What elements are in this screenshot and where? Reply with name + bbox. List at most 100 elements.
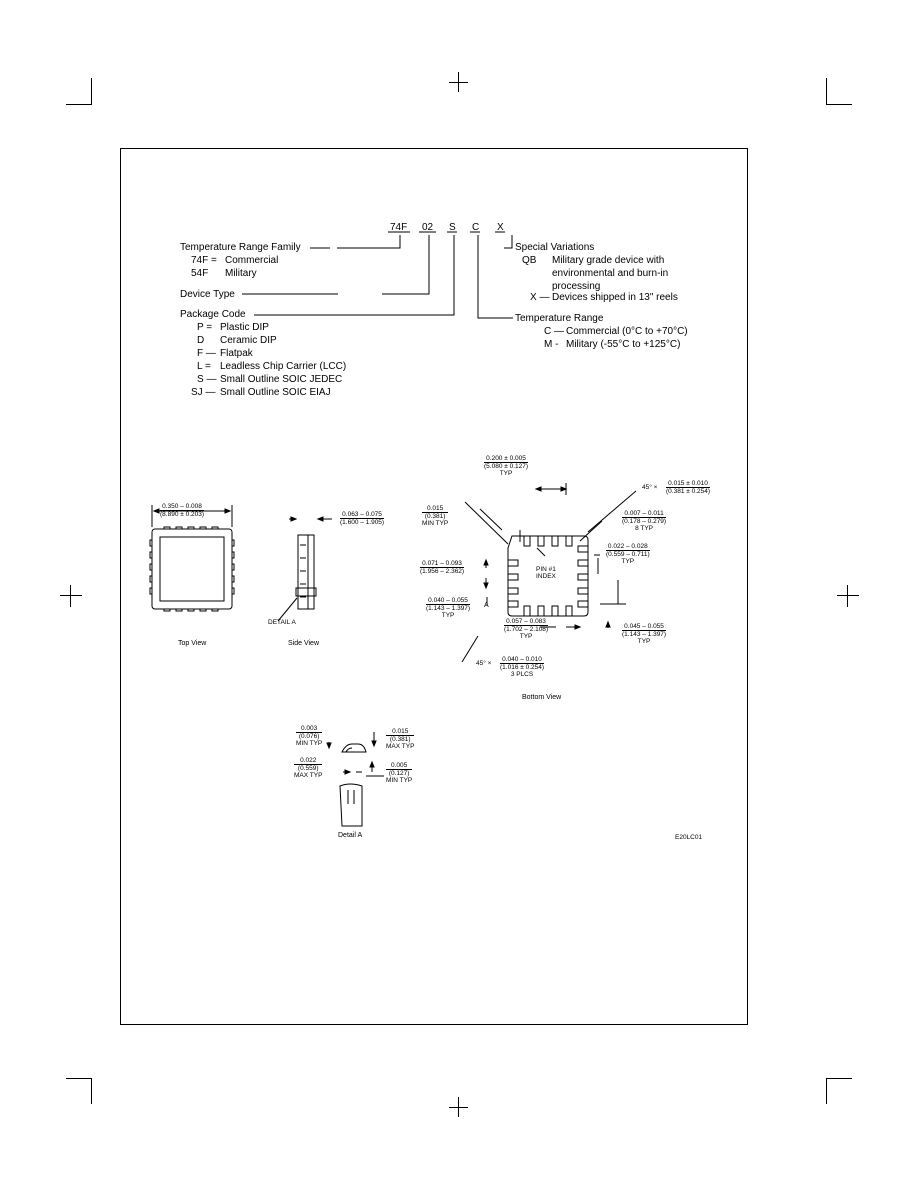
bottom-view-caption: Bottom View xyxy=(522,694,562,701)
crop-mark xyxy=(826,78,827,104)
dim-pad-width: 0.007 – 0.011 (0.178 – 0.279) 8 TYP xyxy=(622,510,667,532)
dim-metric: (1.956 – 2.362) xyxy=(420,568,465,575)
crop-mark xyxy=(66,104,92,105)
top-view-caption: Top View xyxy=(178,640,207,647)
package-code: S — xyxy=(197,374,217,385)
dim-detail-2: 0.015 (0.381) MAX TYP xyxy=(386,728,415,750)
device-type-title: Device Type xyxy=(180,289,235,300)
dim-note: TYP xyxy=(519,633,533,640)
dim-value: 0.071 – 0.093 xyxy=(420,560,465,568)
dim-value: 0.003 xyxy=(296,725,323,733)
section-a-marker: A xyxy=(484,602,489,609)
dim-metric: (0.178 – 0.279) xyxy=(622,518,667,525)
dim-note: MAX TYP xyxy=(386,743,415,750)
dim-value: 0.040 – 0.055 xyxy=(426,597,471,605)
dim-value: 0.022 – 0.028 xyxy=(606,543,650,551)
dim-metric: (1.143 – 1.397) xyxy=(622,631,667,638)
dim-note: 3 PLCS xyxy=(510,671,534,678)
package-code: D xyxy=(197,335,205,346)
dim-metric: (0.559 – 0.711) xyxy=(606,551,650,558)
dim-chamfer: 0.015 ± 0.010 (0.381 ± 0.254) xyxy=(666,480,711,495)
dim-metric: (0.381) xyxy=(389,736,411,743)
dim-metric: (0.381) xyxy=(424,513,446,520)
dim-pad-length: 0.022 – 0.028 (0.559 – 0.711) TYP xyxy=(606,543,650,565)
temp-family-text-74: Commercial xyxy=(225,255,279,266)
dim-length-c: 0.057 – 0.083 (1.702 – 2.108) TYP xyxy=(504,618,549,640)
registration-mark xyxy=(60,595,82,596)
dim-side-height: 0.063 – 0.075 (1.600 – 1.905) xyxy=(340,511,385,526)
temp-range-code: M - xyxy=(544,339,559,350)
temp-range-title: Temperature Range xyxy=(515,313,604,324)
dim-note: MIN TYP xyxy=(386,777,413,784)
temp-range-code: C — xyxy=(544,326,564,337)
dim-value: 0.200 ± 0.005 xyxy=(484,455,529,463)
dim-value: 0.015 xyxy=(386,728,415,736)
dim-pad-d: 0.045 – 0.055 (1.143 – 1.397) TYP xyxy=(622,623,667,645)
detail-a-outline xyxy=(326,732,384,827)
dim-value: 0.005 xyxy=(386,762,413,770)
dim-note: MIN TYP xyxy=(422,520,449,527)
dim-metric: (0.381 ± 0.254) xyxy=(666,488,711,495)
dim-note: TYP xyxy=(621,558,635,565)
code-part-device: 02 xyxy=(422,222,434,233)
crop-mark xyxy=(826,1078,852,1079)
special-qb-code: QB xyxy=(522,255,537,266)
dim-metric: (0.076) xyxy=(298,733,320,740)
dim-metric: (0.127) xyxy=(388,770,410,777)
dim-detail-4: 0.005 (0.127) MIN TYP xyxy=(386,762,413,784)
dim-pitch: 0.200 ± 0.005 (5.080 ± 0.127) TYP xyxy=(484,455,529,477)
dim-min-typ-a: 0.015 (0.381) MIN TYP xyxy=(422,505,449,527)
dim-metric: (0.559) xyxy=(297,765,319,772)
code-part-temp: C xyxy=(472,222,480,233)
dim-value: 0.350 – 0.008 xyxy=(160,503,205,511)
special-x-code: X — xyxy=(530,292,550,303)
registration-mark xyxy=(449,82,468,83)
dim-value: 0.057 – 0.083 xyxy=(504,618,549,626)
detail-a-caption: Detail A xyxy=(338,832,363,839)
registration-mark xyxy=(837,595,859,596)
dim-note: TYP xyxy=(499,470,513,477)
dim-metric: (1.143 – 1.397) xyxy=(426,605,471,612)
index-line: INDEX xyxy=(536,573,556,580)
special-qb-line: processing xyxy=(552,281,601,292)
drawing-id: E20LC01 xyxy=(675,834,703,841)
dim-body-height: 0.071 – 0.093 (1.956 – 2.362) xyxy=(420,560,465,575)
dim-corner: 0.040 – 0.010 (1.016 ± 0.254) 3 PLCS xyxy=(500,656,545,678)
crop-mark xyxy=(91,78,92,104)
side-view-outline xyxy=(277,516,332,622)
crop-mark xyxy=(66,1078,92,1079)
code-part-family: 74F xyxy=(390,222,408,233)
registration-mark xyxy=(847,585,848,607)
bottom-view-outline xyxy=(461,483,637,663)
package-text: Plastic DIP xyxy=(220,322,269,333)
package-text: Small Outline SOIC EIAJ xyxy=(220,387,331,398)
dim-detail-3: 0.022 (0.559) MAX TYP xyxy=(294,757,323,779)
package-text: Flatpak xyxy=(220,348,253,359)
crop-mark xyxy=(826,1078,827,1104)
temp-family-code-74: 74F = xyxy=(191,255,217,266)
pin-1-index-label: PIN #1 INDEX xyxy=(536,566,556,580)
dim-value: 0.063 – 0.075 xyxy=(340,511,385,519)
registration-mark xyxy=(449,1107,468,1108)
special-qb-line: Military grade device with xyxy=(552,255,665,266)
dim-note: TYP xyxy=(441,612,455,619)
dim-metric: (1.600 – 1.905) xyxy=(340,519,385,526)
dim-metric: (5.080 ± 0.127) xyxy=(484,463,529,470)
package-text: Ceramic DIP xyxy=(220,335,277,346)
package-code: L = xyxy=(197,361,211,372)
package-code: P = xyxy=(197,322,213,333)
dim-note: MAX TYP xyxy=(294,772,323,779)
registration-mark xyxy=(70,585,71,607)
dim-corner-prefix: 45° × xyxy=(476,660,492,667)
index-line: PIN #1 xyxy=(536,566,556,573)
dim-metric: (8.890 ± 0.203) xyxy=(160,511,205,518)
dim-value: 0.045 – 0.055 xyxy=(622,623,667,631)
dim-note: 8 TYP xyxy=(635,525,654,532)
dim-value: 0.007 – 0.011 xyxy=(622,510,667,518)
dim-note: MIN TYP xyxy=(296,740,323,747)
detail-ref-label: DETAIL A xyxy=(268,619,296,626)
dim-detail-1: 0.003 (0.076) MIN TYP xyxy=(296,725,323,747)
crop-mark xyxy=(826,104,852,105)
dim-width-b: 0.040 – 0.055 (1.143 – 1.397) TYP xyxy=(426,597,471,619)
dim-chamfer-prefix: 45° × xyxy=(642,484,658,491)
